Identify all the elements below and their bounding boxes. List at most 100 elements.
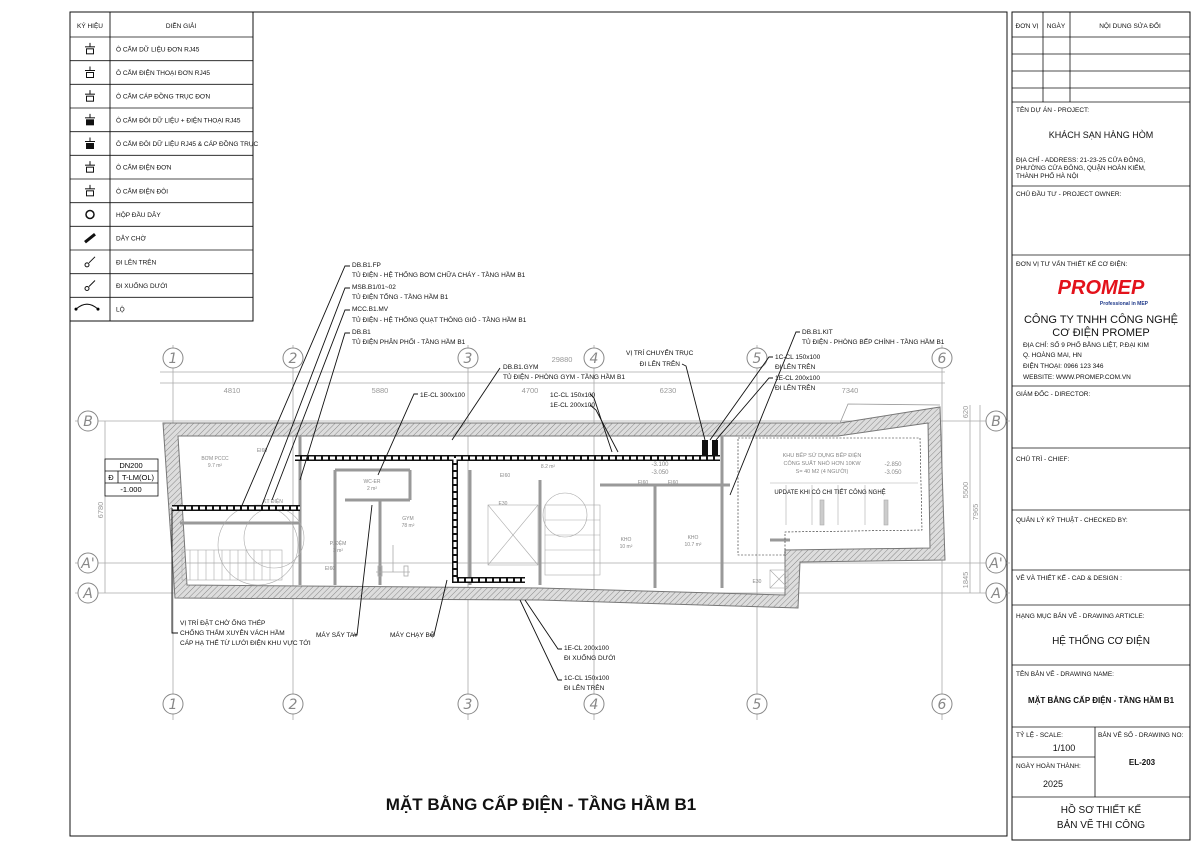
kitchen-note-3: S= 40 M2 (4 NGƯỜI) bbox=[796, 468, 849, 475]
company-name-2: CƠ ĐIỆN PROMEP bbox=[1052, 326, 1149, 339]
riser-up-icon bbox=[84, 256, 96, 268]
dim-right-3: 7965 bbox=[971, 504, 980, 521]
pipe-tag: DN200 Đ T-LM(OL) -1.000 bbox=[104, 458, 159, 497]
room-pump-name: BƠM PCCC bbox=[201, 456, 229, 462]
legend-header-symbol: KÝ HIỆU bbox=[77, 21, 103, 30]
label-riser-bottom-1c: 1C-CL 150x100 bbox=[564, 675, 610, 682]
label-riser-1e: 1E-CL 200x100 bbox=[775, 375, 820, 382]
label-mcc-desc: TỦ ĐIỆN - HỆ THỐNG QUẠT THÔNG GIÓ - TẦNG… bbox=[352, 314, 527, 324]
consultant-label: ĐƠN VỊ TƯ VẤN THIẾT KẾ CƠ ĐIỆN: bbox=[1016, 258, 1128, 268]
company-address: ĐỊA CHỈ: SỐ 9 PHỐ BẰNG LIỆT, P.ĐẠI KIM bbox=[1023, 339, 1149, 349]
single-power-outlet-icon bbox=[85, 161, 95, 173]
company-phone: ĐIỆN THOẠI: 0966 123 346 bbox=[1023, 361, 1104, 370]
label-db-kit: DB.B1.KIT bbox=[802, 329, 833, 336]
completion-date-label: NGÀY HOÀN THÀNH: bbox=[1016, 761, 1081, 770]
dim-right-4: 1845 bbox=[961, 572, 970, 589]
label-db-desc: TỦ ĐIỆN PHÂN PHỐI - TẦNG HẦM B1 bbox=[352, 336, 466, 346]
cable-tray bbox=[172, 440, 720, 583]
dim-top-5: 7340 bbox=[842, 386, 859, 395]
grid-label: 3 bbox=[464, 697, 473, 713]
label-treadmill: MÁY CHẠY BỘ bbox=[390, 630, 435, 639]
label-db-gym-desc: TỦ ĐIỆN - PHÒNG GYM - TẦNG HẦM B1 bbox=[503, 371, 625, 381]
drawing-name: MẶT BẰNG CẤP ĐIỆN - TẦNG HẦM B1 bbox=[1028, 695, 1175, 705]
label-hand-dryer: MÁY SẤY TAY bbox=[316, 629, 359, 639]
door-label: EI60 bbox=[257, 448, 268, 454]
label-db-kit-desc: TỦ ĐIỆN - PHÒNG BẾP CHÍNH - TẦNG HẦM B1 bbox=[802, 336, 945, 346]
label-tray-1c: 1C-CL 150x100 bbox=[550, 392, 596, 399]
floor-plan bbox=[162, 403, 946, 609]
dimensions: 4810 5880 29880 4700 6230 7340 6780 620 … bbox=[96, 355, 980, 588]
grid-bubble bbox=[583, 693, 605, 715]
grid-bubble bbox=[282, 693, 304, 715]
dim-left: 6780 bbox=[96, 502, 105, 519]
door-label: EI60 bbox=[325, 566, 336, 572]
dim-top-2: 5880 bbox=[372, 386, 389, 395]
label-tray-1e: 1E-CL 200x100 bbox=[550, 402, 595, 409]
label-riser-position: VỊ TRÍ CHUYỂN TRỤC bbox=[626, 348, 694, 357]
circuit-arc-icon bbox=[74, 303, 100, 311]
room-store2-name: KHO bbox=[688, 535, 699, 541]
drawing-title: MẶT BẰNG CẤP ĐIỆN - TẦNG HẦM B1 bbox=[386, 795, 696, 814]
grid-bubble bbox=[985, 410, 1007, 432]
kitchen-note-1: KHU BẾP SỬ DỤNG BẾP ĐIỆN bbox=[783, 451, 862, 459]
label-sleeve-3: CÁP HẠ THẾ TỪ LƯỚI ĐIỆN KHU VỰC TỚI bbox=[180, 637, 311, 647]
grid-label: A bbox=[82, 586, 93, 602]
promep-logo: PROMEP Professional in MEP bbox=[1058, 277, 1149, 307]
sheet-frame bbox=[69, 11, 1008, 837]
label-msb-desc: TỦ ĐIỆN TỔNG - TẦNG HẦM B1 bbox=[352, 291, 449, 301]
cable-stub-icon bbox=[84, 232, 96, 244]
legend-item-label: Ô CẮM ĐIỆN THOẠI ĐƠN RJ45 bbox=[116, 68, 210, 77]
grid-bubble bbox=[746, 693, 768, 715]
data-outlet-icon bbox=[85, 42, 95, 55]
pipe-size: DN200 bbox=[119, 461, 142, 470]
label-riser-up: ĐI LÊN TRÊN bbox=[640, 359, 681, 368]
grid-label: 2 bbox=[289, 697, 298, 713]
double-power-outlet-icon bbox=[85, 184, 95, 197]
address-line-3: THÀNH PHỐ HÀ NỘI bbox=[1016, 170, 1079, 180]
label-db: DB.B1 bbox=[352, 329, 371, 336]
grid-label: 6 bbox=[938, 351, 947, 367]
drawing-article: HỆ THỐNG CƠ ĐIỆN bbox=[1052, 633, 1150, 647]
room-lobby-area: 3 m² bbox=[333, 548, 343, 554]
dim-top-4: 6230 bbox=[660, 386, 677, 395]
grid-bubble bbox=[77, 552, 99, 574]
room-store1-name: KHO bbox=[621, 537, 632, 543]
label-sleeve-1: VỊ TRÍ ĐẶT CHỜ ỐNG THÉP bbox=[180, 617, 265, 627]
stage-line-1: HỒ SƠ THIẾT KẾ bbox=[1061, 803, 1142, 816]
grid-bubble bbox=[583, 347, 605, 369]
checked-label: QUẢN LÝ KỸ THUẬT - CHECKED BY: bbox=[1016, 515, 1128, 524]
legend-item-label: Ô CẮM ĐIỆN ĐÔI bbox=[116, 186, 168, 195]
title-block: ĐƠN VỊ NGÀY NỘI DUNG SỬA ĐỔI TÊN DỰ ÁN -… bbox=[1011, 11, 1191, 841]
legend-item-label: Ô CẮM ĐIỆN ĐƠN bbox=[116, 163, 172, 172]
legend-table: KÝ HIỆU DIỄN GIẢI Ô CẮM DỮ LIỆU ĐƠN RJ45… bbox=[69, 11, 259, 322]
label-riser-1c: 1C-CL 150x100 bbox=[775, 354, 821, 361]
annotations: DB.B1.FP TỦ ĐIỆN - HỆ THỐNG BƠM CHỮA CHÁ… bbox=[180, 262, 945, 692]
hall-level-top: -3.100 bbox=[651, 462, 669, 468]
grid-bubble bbox=[985, 582, 1007, 604]
grid-label: 3 bbox=[464, 351, 473, 367]
address-line-1: ĐỊA CHỈ - ADDRESS: 21-23-25 CỬA ĐÔNG, bbox=[1016, 155, 1145, 164]
legend-item-label: DÂY CHỜ bbox=[116, 234, 146, 243]
kitchen-level-bottom: -3.050 bbox=[884, 470, 902, 476]
room-wc-area: 2 m² bbox=[367, 486, 377, 492]
room-gym-name: GYM bbox=[402, 516, 413, 522]
grid-lines bbox=[75, 345, 1010, 720]
rev-header-content: NỘI DUNG SỬA ĐỔI bbox=[1099, 21, 1161, 30]
grid-label: 4 bbox=[590, 351, 599, 367]
room-wc-name: WC-ER bbox=[364, 479, 381, 485]
rev-header-date: NGÀY bbox=[1047, 21, 1066, 30]
legend-item-label: ĐI LÊN TRÊN bbox=[116, 257, 157, 266]
label-db-fp: DB.B1.FP bbox=[352, 262, 381, 269]
grid-label: 1 bbox=[169, 697, 178, 713]
scale-value: 1/100 bbox=[1053, 743, 1076, 753]
legend-item-label: Ô CẮM ĐÔI DỮ LIỆU RJ45 & CÁP ĐỒNG TRỤC bbox=[116, 138, 259, 148]
legend-item-label: Ô CẮM DỮ LIỆU ĐƠN RJ45 bbox=[116, 44, 200, 53]
kitchen-note-2: CÔNG SUẤT NHỎ HƠN 10KW bbox=[783, 460, 861, 467]
label-mcc: MCC.B1.MV bbox=[352, 306, 389, 313]
room-elec-name: KT ĐIỆN bbox=[263, 497, 283, 505]
door-label: EI60 bbox=[500, 473, 511, 479]
label-riser-bottom-1e: 1E-CL 200x100 bbox=[564, 645, 609, 652]
label-tray-300: 1E-CL 300x100 bbox=[420, 392, 465, 399]
